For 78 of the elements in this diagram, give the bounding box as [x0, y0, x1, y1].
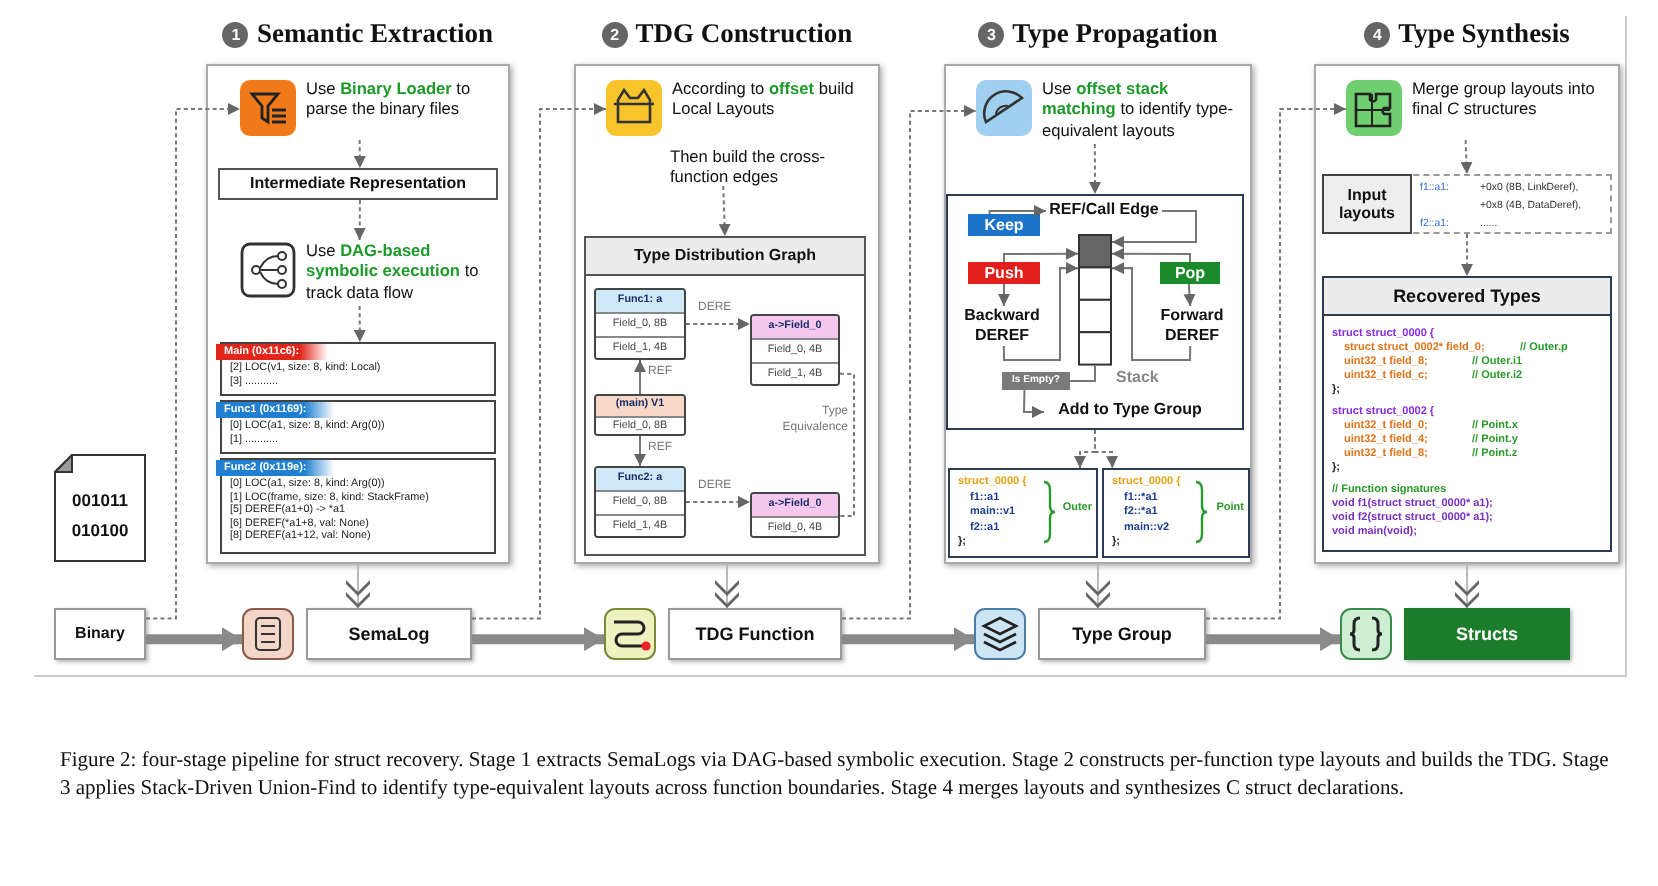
step-number-badge: 3 [978, 21, 1005, 47]
flow-label: Backward DEREF [956, 306, 1048, 346]
arrow [353, 199, 366, 241]
stack-label: Stack [1116, 368, 1159, 386]
arrow [1205, 103, 1347, 620]
layout-record [594, 288, 686, 360]
step-description: Use DAG-based symbolic execution to track data flow [306, 240, 481, 303]
stage-title: Type Propagation [1012, 18, 1218, 50]
log-block [220, 400, 496, 454]
layout-record [594, 394, 686, 436]
flow-label: Forward DEREF [1148, 306, 1236, 346]
arrow [1088, 143, 1101, 195]
step-description: Merge group layouts into final C structures [1412, 78, 1597, 120]
representation-box: Intermediate Representation [218, 168, 498, 200]
type-group-box [1102, 468, 1250, 558]
arrow [1183, 283, 1196, 307]
arrow [471, 103, 607, 620]
arrow [997, 283, 1010, 307]
arrow [1111, 262, 1192, 361]
step-description: Then build the cross-function edges [670, 146, 827, 188]
action-tag: Keep [968, 214, 1040, 236]
arrow [353, 305, 366, 343]
arrow [634, 359, 646, 395]
action-tag: Push [968, 262, 1040, 284]
log-block [220, 458, 496, 554]
arrow [988, 205, 1047, 217]
arrow [685, 318, 751, 331]
output-box: TDG Function [668, 608, 842, 660]
arrow [1002, 262, 1079, 361]
flow-arrow [472, 627, 604, 652]
panel-header: Recovered Types [1324, 278, 1610, 316]
binary-digits: 001011 [70, 490, 130, 510]
action-tag: Pop [1160, 262, 1220, 284]
binary-digits: 010100 [69, 520, 131, 540]
stage-title: Semantic Extraction [256, 18, 494, 50]
arrow [353, 139, 366, 169]
arrow [1022, 389, 1045, 418]
figure-caption: Figure 2: four-stage pipeline for struct recovery. Stage 1 extracts SemaLogs via DAG-based symbolic execution. Stage 2 constructs per-function type layouts and builds the TDG. Stage 3 applies Stack-Driven Union-Find to identify type-equivalent layouts across function boundaries. Stage 4 merges layouts and synthesizes C struct declarations. [60, 748, 1611, 803]
output-box: Type Group [1038, 608, 1206, 660]
types-panel [1322, 276, 1612, 552]
graph-panel [584, 236, 866, 556]
output-box: SemaLog [306, 608, 472, 660]
layout-record [594, 466, 686, 538]
step-number-badge: 4 [1364, 21, 1391, 47]
arrow [1069, 365, 1096, 382]
arrow [1094, 429, 1119, 469]
arrow [145, 103, 241, 620]
layout-record [750, 492, 840, 538]
arrow [634, 435, 646, 467]
step-description: Use Binary Loader to parse the binary files [306, 78, 473, 120]
flow-label: REF/Call Edge [1046, 200, 1162, 222]
arrow [1111, 247, 1191, 263]
step-number-badge: 2 [601, 21, 628, 47]
flow-label: Add to Type Group [1044, 400, 1216, 424]
flow-arrow [146, 627, 242, 652]
arrow [718, 185, 731, 237]
input-box: Binary [54, 608, 146, 660]
log-block [220, 342, 496, 396]
stage-title: Type Synthesis [1398, 18, 1570, 50]
step-number-badge: 1 [222, 21, 249, 47]
stage-title: TDG Construction [635, 18, 853, 50]
flow-arrow [1206, 627, 1340, 652]
layout-record [750, 314, 840, 386]
arrow [685, 496, 751, 509]
flow-arrow [842, 627, 974, 652]
step-description: Use offset stack matching to identify type-equivalent layouts [1042, 78, 1235, 141]
arrow [1460, 139, 1473, 175]
arrow [1111, 210, 1197, 248]
type-group-box [948, 468, 1098, 558]
arrow [1003, 247, 1079, 263]
panel-header: Input layouts [1322, 174, 1412, 234]
output-box: Structs [1404, 608, 1570, 660]
arrow [1461, 233, 1473, 277]
input-layouts-panel [1322, 174, 1612, 234]
panel-header: Type Distribution Graph [586, 238, 864, 276]
algorithm-panel [946, 194, 1244, 430]
arrow [841, 105, 977, 620]
step-description: According to offset build Local Layouts [672, 78, 856, 120]
